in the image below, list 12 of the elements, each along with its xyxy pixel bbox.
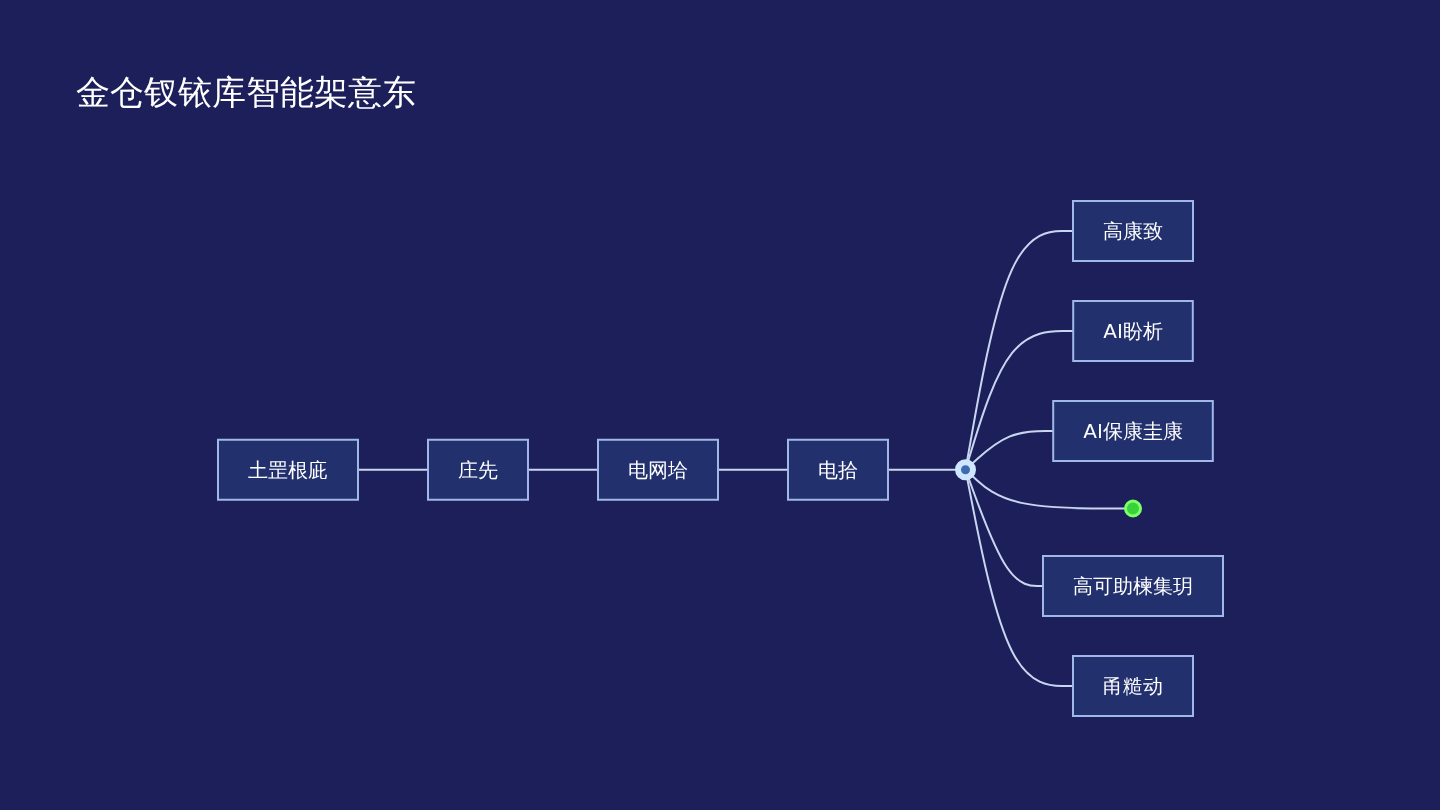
node-circle — [954, 458, 976, 480]
node-box: 土罡根庛 — [216, 438, 359, 501]
node-box: 甬糙动 — [1071, 654, 1194, 717]
node-box: AI盼析 — [1071, 299, 1194, 362]
node-circle — [1123, 499, 1142, 517]
node-box: 庄先 — [426, 438, 529, 501]
node-box: AI保康圭康 — [1051, 399, 1214, 462]
title: 金仓钗铱库智能架意东 — [76, 71, 417, 114]
node-box: 电拾 — [786, 438, 889, 501]
node-box: 高康致 — [1071, 199, 1194, 262]
node-box: 高可助楝集玥 — [1041, 554, 1224, 617]
node-box: 电网垥 — [596, 438, 719, 501]
